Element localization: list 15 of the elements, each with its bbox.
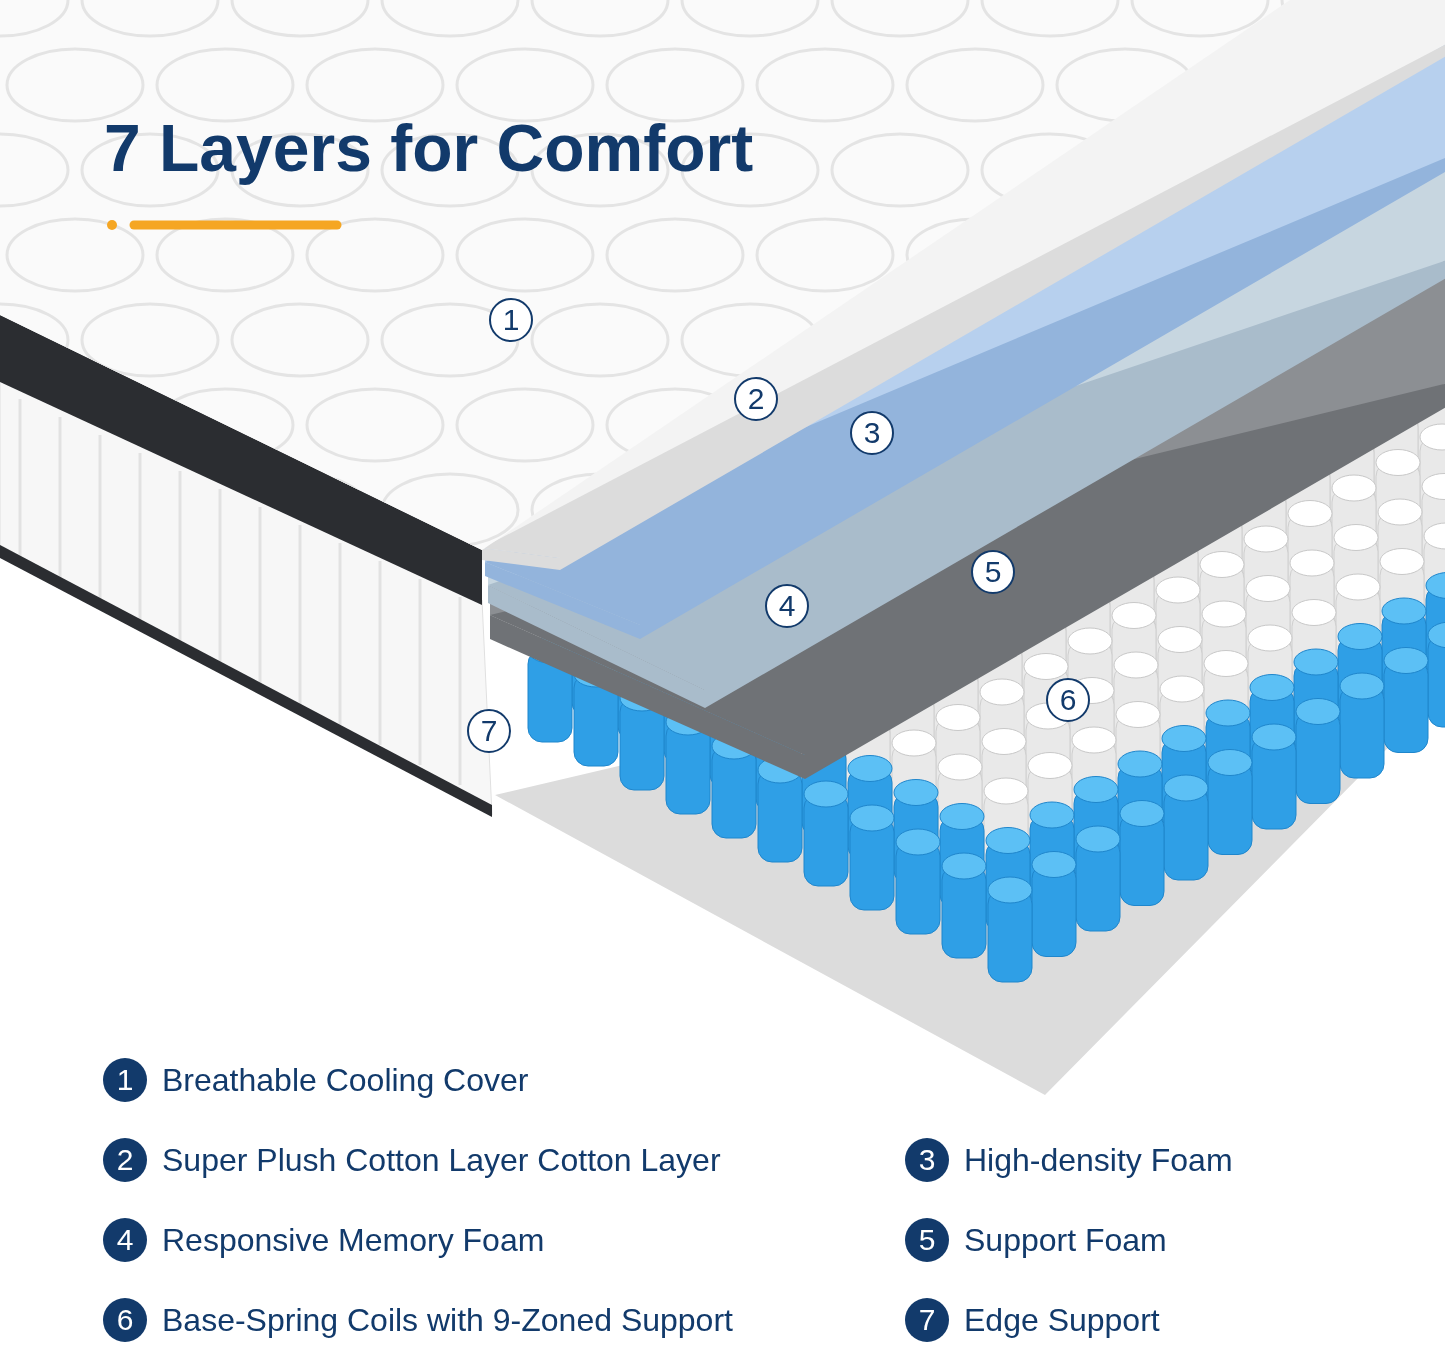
- layer-description: Base-Spring Coils with 9-Zoned Support: [162, 1301, 733, 1340]
- step-number: 4: [103, 1218, 147, 1262]
- layer-description: High-density Foam: [964, 1141, 1233, 1180]
- step-number: 3: [905, 1138, 949, 1182]
- layer-description: Breathable Cooling Cover: [162, 1061, 529, 1100]
- layer-description: Super Plush Cotton Layer Cotton Layer: [162, 1141, 721, 1180]
- step-number: 1: [103, 1058, 147, 1102]
- layer-description: Responsive Memory Foam: [162, 1221, 545, 1260]
- layer-description: Support Foam: [964, 1221, 1167, 1260]
- step-number: 5: [905, 1218, 949, 1262]
- step-number: 6: [103, 1298, 147, 1342]
- step-number: 2: [103, 1138, 147, 1182]
- layer-description: Edge Support: [964, 1301, 1160, 1340]
- step-number: 7: [905, 1298, 949, 1342]
- title: 7 Layers for Comfort: [104, 112, 754, 185]
